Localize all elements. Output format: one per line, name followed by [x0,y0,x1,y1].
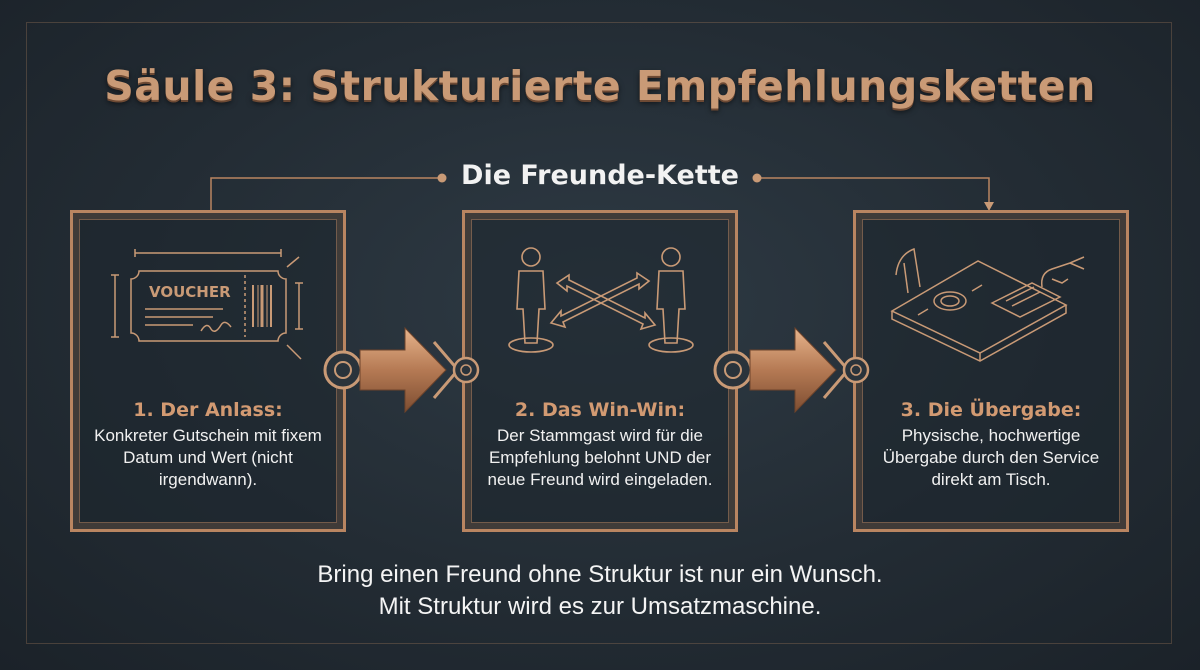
people-exchange-icon [508,247,694,353]
outer-frame [26,22,1172,644]
step-panel-1: VOUCHER 1. Der Anlass: Konkreter Gutsche… [70,210,346,532]
step-heading: 3. Die Übergabe: [900,399,1082,421]
step-heading: 1. Der Anlass: [133,399,283,421]
table-handover-icon [890,247,1085,362]
step-panel-2: 2. Das Win-Win: Der Stammgast wird für d… [462,210,738,532]
step-description: Der Stammgast wird für die Empfehlung be… [487,426,713,489]
chain-subtitle: Die Freunde-Kette [461,160,739,191]
step-description: Konkreter Gutschein mit fixem Datum und … [94,426,322,489]
footer-line-1: Bring einen Freund ohne Struktur ist nur… [317,561,883,588]
step-panel-3: 3. Die Übergabe: Physische, hochwertige … [853,210,1129,532]
page-title: Säule 3: Strukturierte Empfehlungsketten [104,62,1096,110]
voucher-icon: VOUCHER [111,249,303,360]
step-description: Physische, hochwertige Übergabe durch de… [882,426,1100,489]
footer-line-2: Mit Struktur wird es zur Umsatzmaschine. [378,593,822,620]
step-heading: 2. Das Win-Win: [514,399,686,421]
svg-text:VOUCHER: VOUCHER [149,283,231,301]
